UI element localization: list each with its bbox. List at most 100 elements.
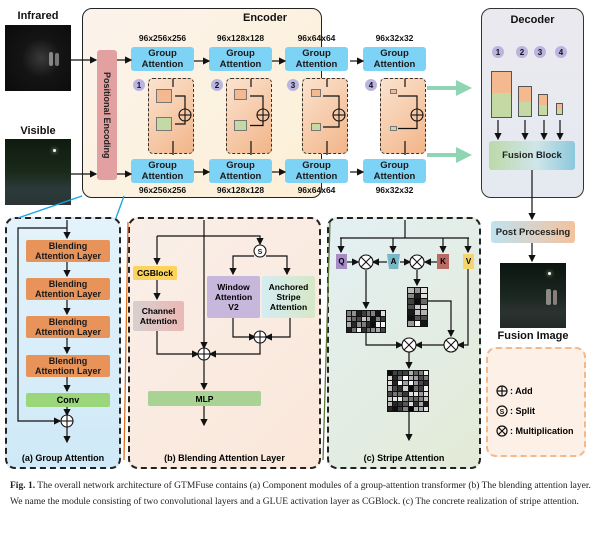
add-icon	[496, 385, 508, 397]
decoder-feature-cube-1	[491, 71, 512, 118]
decoder-index-4: 4	[555, 46, 567, 58]
matrix-cell	[388, 396, 393, 401]
matrix-cell	[414, 299, 421, 304]
matrix-cell	[418, 401, 423, 406]
matrix-cell	[423, 391, 428, 396]
stage-1-dims-bottom: 96x256x256	[138, 185, 187, 195]
matrix-cell	[398, 371, 403, 376]
infrared-label: Infrared	[17, 10, 59, 22]
matrix-cell	[413, 391, 418, 396]
matrix-cell	[413, 386, 418, 391]
matrix-cell	[408, 391, 413, 396]
matrix-cell	[408, 381, 413, 386]
matrix-cell	[388, 401, 393, 406]
stage-3-dims-top: 96x64x64	[297, 33, 336, 43]
matrix-cell	[423, 381, 428, 386]
matrix-cell	[413, 401, 418, 406]
matrix-cell	[356, 327, 361, 332]
matrix-cell	[351, 316, 356, 321]
fusion-image-label: Fusion Image	[497, 330, 569, 342]
infrared-image	[5, 25, 71, 91]
visible-label: Visible	[20, 125, 56, 137]
matrix-cell	[398, 381, 403, 386]
stage-4-fusion-module	[380, 78, 426, 155]
stage-1-index: 1	[133, 79, 145, 91]
split-icon: S	[496, 405, 508, 417]
matrix-cell	[366, 322, 371, 327]
fusion-image	[500, 263, 566, 328]
matrix-cell	[393, 396, 398, 401]
matrix-cell	[347, 327, 351, 332]
matrix-cell	[418, 381, 423, 386]
matrix-cell	[403, 396, 408, 401]
matrix-cell	[421, 310, 427, 315]
a-block: A	[387, 254, 400, 269]
stripe-attention-caption: (c) Stripe Attention	[363, 453, 445, 463]
stage-4-dims-top: 96x32x32	[375, 33, 414, 43]
matrix-cell	[371, 311, 376, 316]
matrix-cell	[413, 376, 418, 381]
matrix-cell	[371, 316, 376, 321]
matrix-cell	[403, 381, 408, 386]
matrix-cell	[408, 371, 413, 376]
matrix-cell	[398, 401, 403, 406]
matrix-cell	[347, 322, 351, 327]
matrix-cell	[393, 381, 398, 386]
matrix-cell	[381, 322, 385, 327]
matrix-cell	[414, 288, 421, 293]
matrix-cell	[371, 327, 376, 332]
matrix-cell	[423, 401, 428, 406]
anchored-stripe-attention: Anchored Stripe Attention	[262, 276, 315, 318]
matrix-cell	[421, 315, 427, 321]
visible-feature-cube	[311, 123, 321, 131]
matrix-cell	[381, 316, 385, 321]
stage-2-dims-bottom: 96x128x128	[216, 185, 265, 195]
matrix-cell	[351, 311, 356, 316]
matrix-cell	[418, 406, 423, 411]
matrix-cell	[414, 293, 421, 299]
decoder-feature-cube-2	[518, 86, 532, 117]
matrix-cell	[347, 316, 351, 321]
matrix-cell	[361, 316, 366, 321]
attention-matrix-output	[387, 370, 429, 412]
matrix-cell	[408, 321, 414, 326]
visible-image	[5, 139, 71, 205]
matrix-cell	[351, 322, 356, 327]
cgblock: CGBlock	[133, 266, 177, 280]
matrix-cell	[393, 401, 398, 406]
matrix-cell	[376, 311, 381, 316]
matrix-cell	[418, 396, 423, 401]
stage-4-index: 4	[365, 79, 377, 91]
blending-attention-panel	[128, 217, 321, 469]
matrix-cell	[403, 376, 408, 381]
matrix-cell	[408, 304, 414, 310]
matrix-cell	[408, 299, 414, 304]
stage-2-fusion-module	[226, 78, 272, 155]
matrix-cell	[356, 316, 361, 321]
matrix-cell	[398, 386, 403, 391]
decoder-feature-cube-4	[556, 103, 563, 115]
conv-block: Conv	[26, 393, 110, 407]
matrix-cell	[418, 386, 423, 391]
matrix-cell	[418, 371, 423, 376]
matrix-cell	[403, 406, 408, 411]
matrix-cell	[421, 299, 427, 304]
matrix-cell	[408, 406, 413, 411]
matrix-cell	[356, 322, 361, 327]
stage-1-dims-top: 96x256x256	[138, 33, 187, 43]
encoder-panel	[82, 8, 322, 198]
visible-feature-cube	[389, 126, 397, 131]
encoder-title: Encoder	[242, 12, 287, 24]
matrix-cell	[414, 304, 421, 310]
figure-caption: Fig. 1. The overall network architecture…	[10, 478, 594, 510]
attention-matrix-q	[346, 310, 386, 333]
matrix-cell	[361, 311, 366, 316]
matrix-cell	[421, 304, 427, 310]
decoder-index-2: 2	[516, 46, 528, 58]
stage-3-index: 3	[287, 79, 299, 91]
matrix-cell	[413, 381, 418, 386]
matrix-cell	[381, 311, 385, 316]
